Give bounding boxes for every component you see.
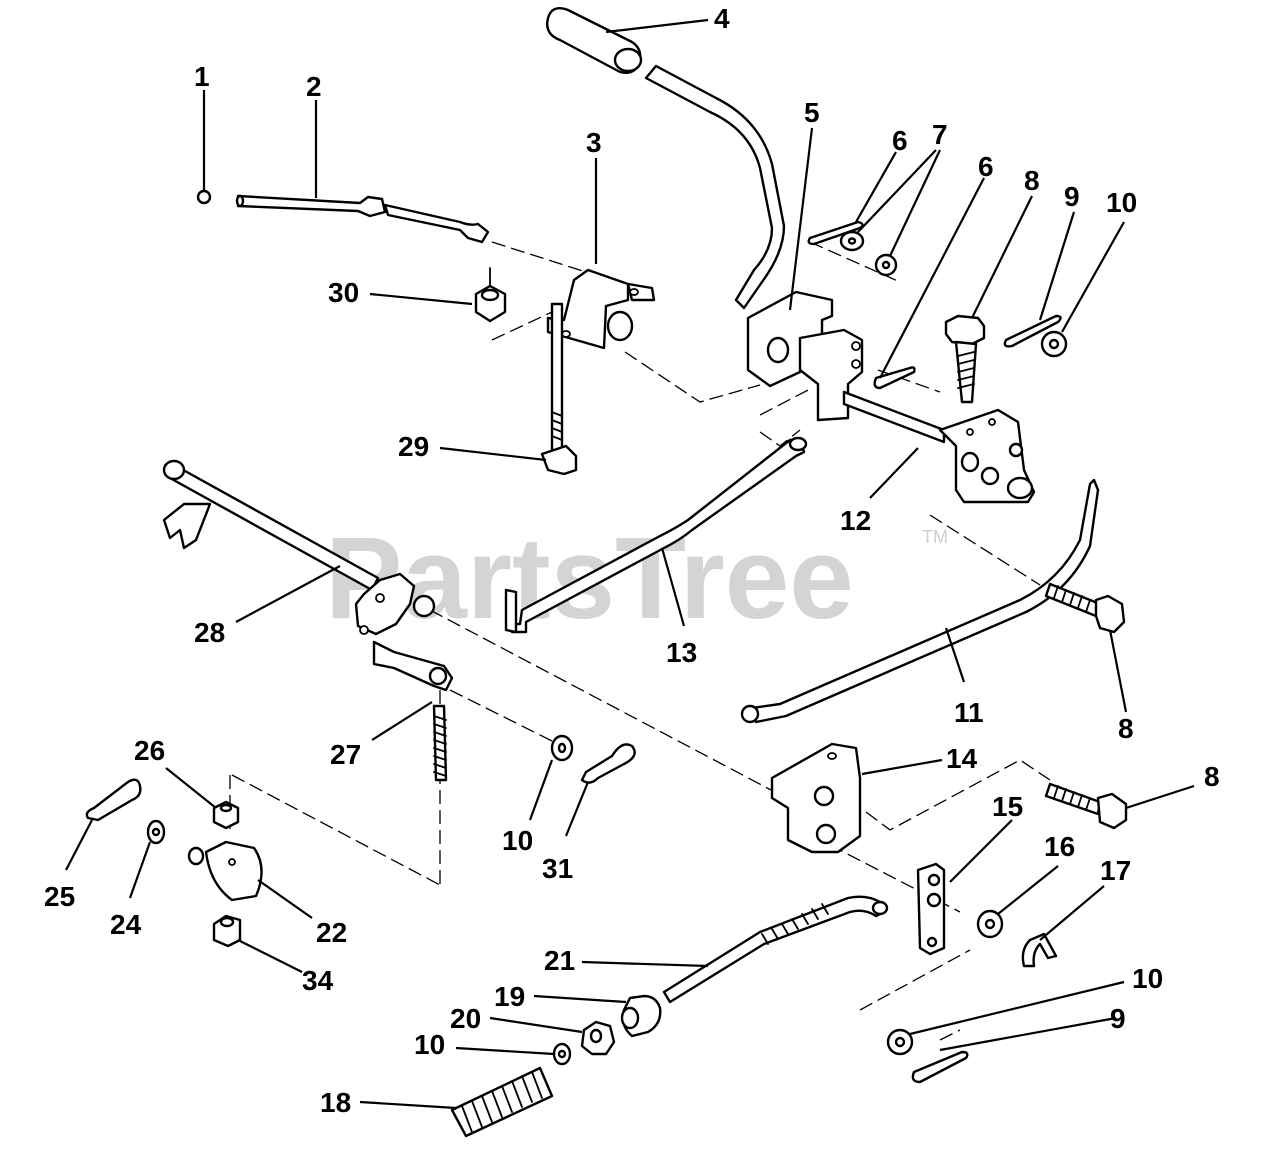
part-16-washer (976, 909, 1004, 939)
part-11-link-rod-long (740, 478, 1100, 724)
callout-6-upper: 6 (892, 125, 908, 156)
callout-8-upper: 8 (1024, 165, 1040, 196)
part-18-spring (450, 1066, 554, 1138)
callout-28: 28 (194, 617, 225, 648)
part-3-bracket (546, 268, 656, 350)
part-25-hairpin (85, 778, 142, 822)
leader-lines (65, 18, 1195, 1110)
callout-34: 34 (302, 965, 334, 996)
part-24-washer (146, 819, 166, 845)
callout-6-right: 6 (978, 151, 994, 182)
part-17-clip (1021, 932, 1058, 968)
callout-7: 7 (932, 119, 948, 150)
callout-25: 25 (44, 881, 75, 912)
part-6-cotter-pin-lower (873, 366, 916, 390)
part-2-rod (235, 194, 490, 244)
callout-10-bottom-right: 10 (1132, 963, 1163, 994)
part-10-washer-lower (552, 1042, 572, 1066)
part-4-grip-and-lever (546, 7, 786, 310)
part-6-cotter-pin (807, 220, 864, 246)
part-31-hairpin (580, 743, 636, 784)
part-26-nut (212, 800, 240, 830)
callout-2: 2 (306, 71, 322, 102)
part-20-nut (580, 1020, 616, 1056)
callout-18: 18 (320, 1087, 351, 1118)
part-34-nut (212, 914, 242, 948)
callout-10-middle: 10 (502, 825, 533, 856)
part-27-lever-and-stud (372, 640, 454, 782)
callout-27: 27 (330, 739, 361, 770)
callout-31: 31 (542, 853, 573, 884)
callout-14: 14 (946, 743, 978, 774)
callout-30: 30 (328, 277, 359, 308)
part-22-clamp-block (187, 840, 263, 902)
callout-9-upper: 9 (1064, 181, 1080, 212)
callout-13: 13 (666, 637, 697, 668)
callout-21: 21 (544, 945, 575, 976)
part-8-bolt-lower (1044, 782, 1128, 830)
callout-labels: 1 2 3 4 5 6 6 7 8 8 8 9 9 10 10 10 10 11… (44, 3, 1220, 1118)
callout-26: 26 (134, 735, 165, 766)
callout-8-lower: 8 (1204, 761, 1220, 792)
callout-10-lower: 10 (414, 1029, 445, 1060)
watermark-tm: TM (922, 527, 948, 547)
part-10-washer-upper (1040, 330, 1068, 358)
callout-4: 4 (714, 3, 730, 34)
callout-24: 24 (110, 909, 142, 940)
part-10-washer-middle (550, 734, 574, 762)
callout-1: 1 (194, 61, 210, 92)
part-14-bracket (770, 742, 862, 854)
part-21-threaded-rod (662, 895, 889, 1004)
callout-19: 19 (494, 981, 525, 1012)
callout-12: 12 (840, 505, 871, 536)
part-28-cross-shaft (162, 459, 436, 636)
part-13-link-rod (504, 436, 808, 634)
part-1-ball-joint (196, 189, 212, 205)
part-12-shaft-assembly (842, 390, 1036, 504)
callout-17: 17 (1100, 855, 1131, 886)
part-28-clip (162, 502, 212, 550)
part-8-bolt-upper (944, 314, 986, 404)
callout-9-lower: 9 (1110, 1003, 1126, 1034)
callout-8-middle: 8 (1118, 713, 1134, 744)
callout-11: 11 (954, 697, 984, 728)
part-19-sleeve (620, 994, 662, 1038)
part-30-nut (474, 267, 507, 323)
callout-15: 15 (992, 791, 1023, 822)
part-15-link-plate (916, 862, 946, 956)
part-9-cotter-pin (1003, 314, 1062, 348)
part-29-stud (540, 302, 578, 476)
callout-3: 3 (586, 127, 602, 158)
part-10-washer-bottom-right (886, 1028, 914, 1056)
part-7-washers (839, 230, 898, 277)
part-8-bolt-middle (1044, 582, 1126, 634)
part-9-cotter-pin-lower (911, 1050, 969, 1084)
callout-29: 29 (398, 431, 429, 462)
callout-22: 22 (316, 917, 347, 948)
callout-10-upper: 10 (1106, 187, 1137, 218)
callout-20: 20 (450, 1003, 481, 1034)
callout-5: 5 (804, 97, 820, 128)
callout-16: 16 (1044, 831, 1075, 862)
assembly-guide-lines (229, 241, 1051, 1041)
